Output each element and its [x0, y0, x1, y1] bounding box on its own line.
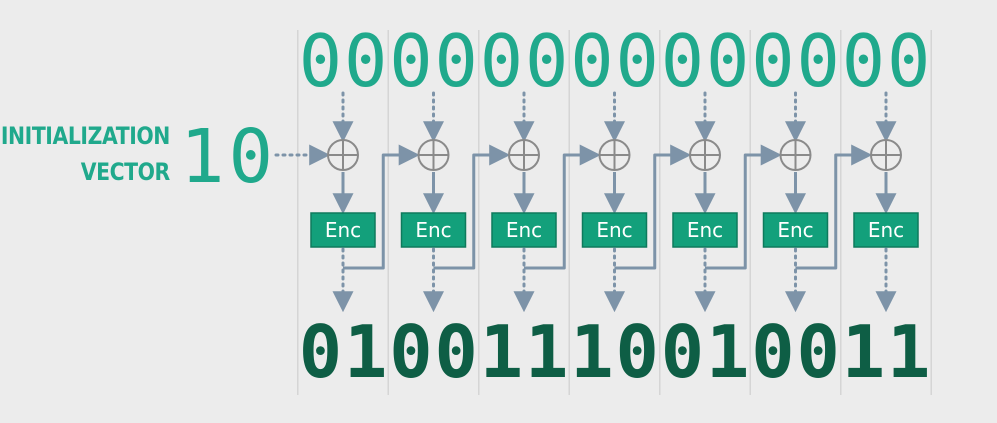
ciphertext-bit: 1: [344, 310, 387, 394]
enc-label: Enc: [687, 218, 723, 242]
enc-label: Enc: [415, 218, 451, 242]
plaintext-bit: 0: [389, 19, 432, 103]
ciphertext-bit: 1: [570, 310, 613, 394]
cbc-block: Enc: [491, 91, 601, 313]
chain-arrow: [433, 144, 511, 270]
enc-box: [491, 212, 557, 248]
ciphertext-bit: 0: [661, 310, 704, 394]
enc-box: [853, 212, 919, 248]
cbc-block: Enc: [310, 91, 420, 313]
plaintext-bit: 0: [480, 19, 523, 103]
ciphertext-bit: 1: [706, 310, 749, 394]
plaintext-bit: 0: [615, 19, 658, 103]
cbc-block: Enc: [672, 91, 782, 313]
enc-box: [762, 212, 829, 248]
chain-arrow: [343, 144, 420, 270]
enc-box: [310, 212, 376, 248]
plaintext-bit: 0: [525, 19, 568, 103]
ciphertext-bit: 1: [480, 310, 523, 394]
iv-label-line2: VECTOR: [80, 158, 171, 186]
plaintext-bit: 0: [706, 19, 749, 103]
ciphertext-bit: 1: [842, 310, 885, 394]
chain-arrow: [705, 144, 782, 270]
enc-label: Enc: [596, 218, 632, 242]
plaintext-bit: 0: [344, 19, 387, 103]
plaintext-bit: 0: [842, 19, 885, 103]
plaintext-bit: 0: [570, 19, 613, 103]
enc-box: [400, 212, 467, 248]
ciphertext-bit: 0: [299, 310, 342, 394]
ciphertext-bit: 1: [525, 310, 568, 394]
plaintext-bit: 0: [299, 19, 342, 103]
ciphertext-bit: 1: [887, 310, 930, 394]
cbc-block: Enc: [400, 91, 511, 313]
ciphertext-bit: 0: [615, 310, 658, 394]
plaintext-bit: 0: [751, 19, 794, 103]
plaintext-bit: 0: [661, 19, 704, 103]
cbc-block: Enc: [581, 91, 692, 313]
chain-arrow: [524, 144, 601, 270]
enc-box: [581, 212, 648, 248]
cbc-block: Enc: [853, 91, 919, 313]
plaintext-bit: 0: [887, 19, 930, 103]
enc-label: Enc: [506, 218, 542, 242]
enc-box: [672, 212, 738, 248]
enc-label: Enc: [868, 218, 904, 242]
enc-label: Enc: [325, 218, 361, 242]
ciphertext-bit: 0: [389, 310, 432, 394]
ciphertext-bit: 0: [796, 310, 839, 394]
cbc-block: Enc: [762, 91, 873, 313]
iv-value: 10: [180, 114, 278, 200]
ciphertext-bit: 0: [751, 310, 794, 394]
chain-arrow: [795, 144, 873, 270]
plaintext-bit: 0: [434, 19, 477, 103]
enc-label: Enc: [777, 218, 813, 242]
chain-arrow: [614, 144, 692, 270]
plaintext-bit: 0: [796, 19, 839, 103]
iv-label-line1: INITIALIZATION: [0, 122, 171, 150]
ciphertext-bit: 0: [434, 310, 477, 394]
